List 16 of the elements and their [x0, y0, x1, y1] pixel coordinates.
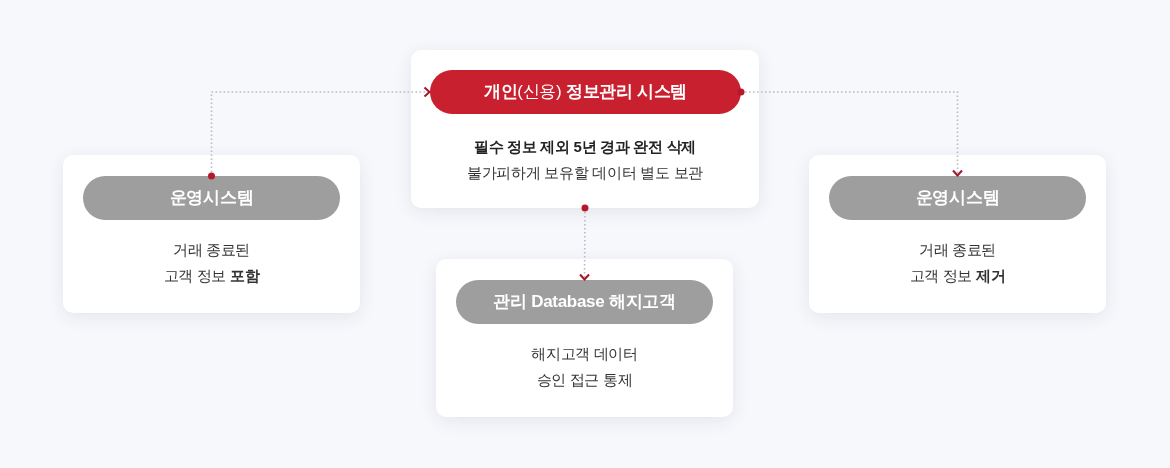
dotted-connector — [737, 88, 963, 177]
title-pill: 운영시스템 — [83, 176, 340, 220]
card-text: 거래 종료된 고객 정보 포함 — [162, 240, 261, 286]
summary-text: 필수 정보 제외 5년 경과 완전 삭제 — [473, 137, 697, 157]
info-card — [63, 155, 360, 313]
title-pill: 개인(신용) 정보관리 시스템 — [430, 70, 741, 114]
dotted-connector — [579, 204, 591, 281]
info-card — [436, 259, 733, 417]
title-pill: 관리 Database 해지고객 — [456, 280, 713, 324]
info-card — [809, 155, 1106, 313]
dotted-connector — [208, 86, 431, 180]
card-text: 불가피하게 보유할 데이터 별도 보관 — [467, 163, 703, 183]
card-text: 해지고객 데이터 승인 접근 통제 — [530, 344, 639, 390]
info-card — [411, 50, 759, 208]
card-text: 거래 종료된 고객 정보 제거 — [908, 240, 1007, 286]
title-pill: 운영시스템 — [829, 176, 1086, 220]
